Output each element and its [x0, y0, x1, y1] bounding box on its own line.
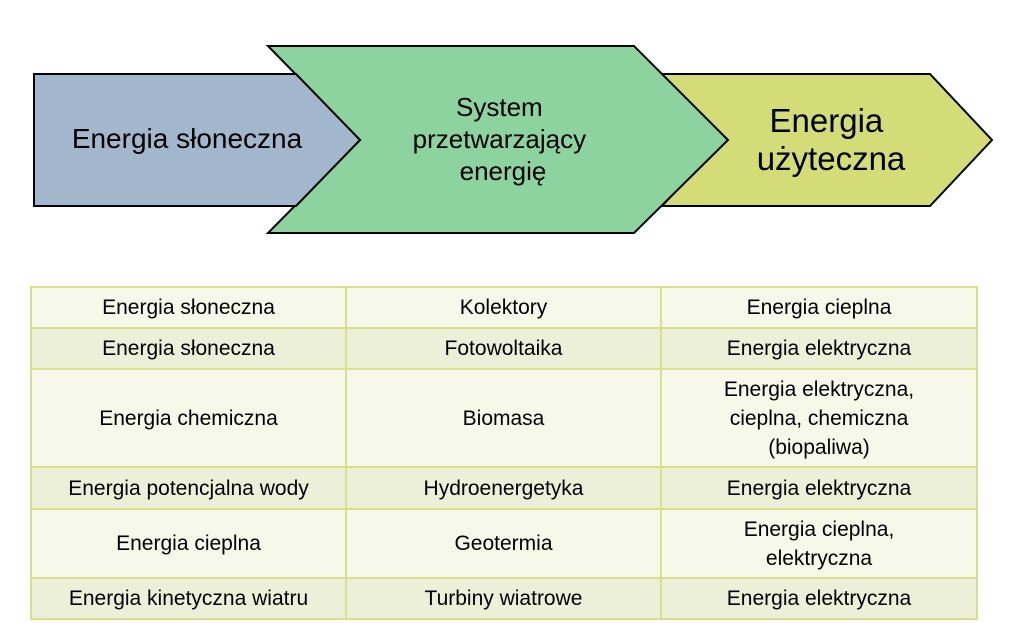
technology-cell: Fotowoltaika	[345, 327, 662, 370]
technology-cell: Hydroenergetyka	[345, 466, 662, 510]
technology-cell: Geotermia	[345, 508, 662, 579]
energy-source-cell: Energia słoneczna	[30, 327, 347, 370]
useful-energy-line: użyteczna	[757, 140, 906, 177]
energy-source-cell: Energia potencjalna wody	[30, 466, 347, 510]
output-energy-cell: Energia cieplna	[660, 286, 978, 329]
energy-source-cell: Energia chemiczna	[30, 368, 347, 468]
energy-flow-diagram: Energia słoneczna System przetwarzający …	[33, 45, 994, 234]
useful-energy-label: Energia użyteczna	[757, 102, 906, 177]
technology-cell: Kolektory	[345, 286, 662, 329]
table-row: Energia cieplna Geotermia Energia ciepln…	[30, 508, 978, 579]
table-row: Energia słoneczna Fotowoltaika Energia e…	[30, 327, 978, 370]
technology-cell: Turbiny wiatrowe	[345, 577, 662, 620]
conversion-system-label: System przetwarzający energię	[413, 92, 594, 186]
table-row: Energia kinetyczna wiatru Turbiny wiatro…	[30, 577, 978, 620]
output-energy-cell: Energia elektryczna	[660, 327, 978, 370]
output-energy-cell: Energia elektryczna, cieplna, chemiczna …	[660, 368, 978, 468]
table-row: Energia słoneczna Kolektory Energia ciep…	[30, 286, 978, 329]
conversion-system-line: przetwarzający	[413, 124, 586, 154]
solar-energy-label: Energia słoneczna	[72, 123, 303, 154]
conversion-system-line: System	[456, 92, 543, 122]
solar-energy-arrow	[33, 73, 362, 207]
energy-source-cell: Energia słoneczna	[30, 286, 347, 329]
output-energy-cell: Energia cieplna, elektryczna	[660, 508, 978, 579]
table-row: Energia chemiczna Biomasa Energia elektr…	[30, 368, 978, 468]
energy-conversion-table: Energia słoneczna Kolektory Energia ciep…	[30, 286, 978, 620]
technology-cell: Biomasa	[345, 368, 662, 468]
output-energy-cell: Energia elektryczna	[660, 466, 978, 510]
table-row: Energia potencjalna wody Hydroenergetyka…	[30, 466, 978, 510]
output-energy-cell: Energia elektryczna	[660, 577, 978, 620]
energy-source-cell: Energia cieplna	[30, 508, 347, 579]
conversion-system-line: energię	[460, 156, 547, 186]
energy-source-cell: Energia kinetyczna wiatru	[30, 577, 347, 620]
useful-energy-line: Energia	[770, 102, 884, 139]
